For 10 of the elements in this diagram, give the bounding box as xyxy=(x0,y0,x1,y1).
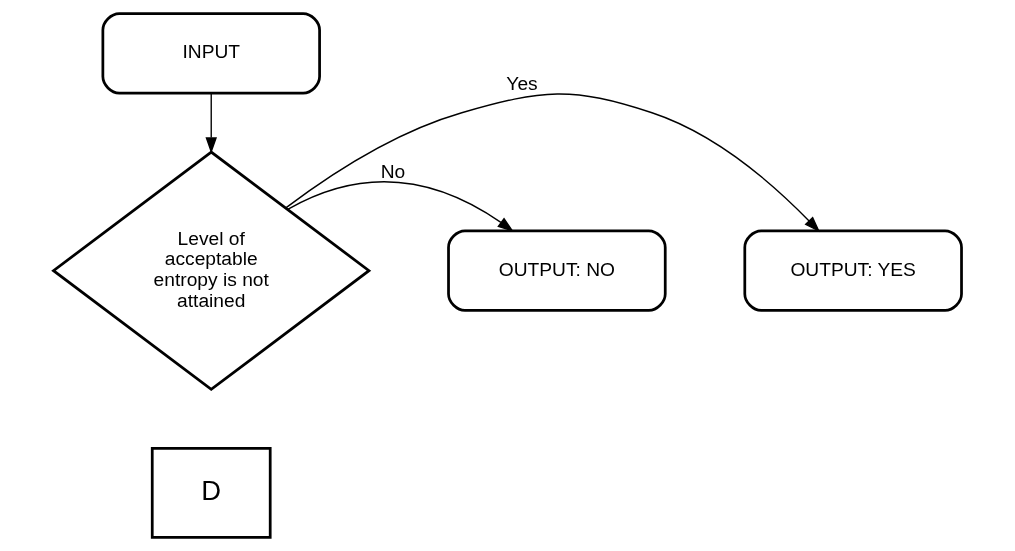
node-box: INPUT xyxy=(101,12,321,95)
arrow xyxy=(287,181,514,232)
arrow xyxy=(205,92,217,154)
edge-label: No xyxy=(380,160,406,182)
arrow xyxy=(285,93,821,233)
edge-label: Yes xyxy=(506,73,538,95)
node-box: OUTPUT: YES xyxy=(743,229,963,312)
node-box: OUTPUT: NO xyxy=(447,229,667,312)
node-diamond: Level of acceptable entropy is not attained xyxy=(51,150,372,392)
node-box: D xyxy=(150,446,272,539)
